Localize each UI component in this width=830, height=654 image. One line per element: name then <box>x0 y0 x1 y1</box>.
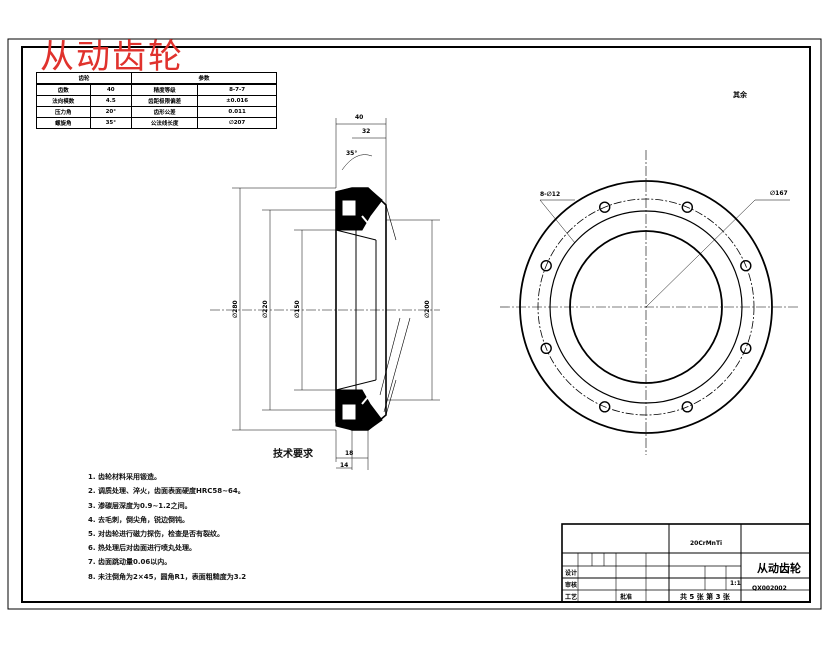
roughness-note: 其余 <box>733 91 747 99</box>
table-row: 法向模数 4.5 齿距极限偏差 ±0.016 <box>36 95 277 107</box>
sheet-info: 共 5 张 第 3 张 <box>680 593 730 601</box>
bolt-hole <box>740 260 752 272</box>
table-cell: 40 <box>89 83 133 96</box>
tech-item: 8. 未注倒角为2×45，圆角R1，表面粗糙度为3.2 <box>88 572 247 581</box>
title-block <box>561 523 811 603</box>
bolt-hole <box>681 201 693 213</box>
designer-label: 设计 <box>565 570 578 577</box>
table-header-cell: 齿轮 <box>36 72 132 85</box>
tech-item: 4. 去毛刺，倒尖角，锐边倒钝。 <box>88 515 189 524</box>
parameter-table: 齿轮 参数 齿数 40 精度等级 8-7-7 法向模数 4.5 齿距极限偏差 ±… <box>36 72 277 129</box>
table-cell: 4.5 <box>89 95 133 107</box>
table-cell: ±0.016 <box>197 95 277 107</box>
front-view <box>500 150 800 455</box>
bolt-hole <box>540 342 552 354</box>
tech-item: 6. 热处理后对齿面进行喷丸处理。 <box>88 544 196 553</box>
bolt-hole <box>540 260 552 272</box>
dim-left-mid: ∅220 <box>262 300 269 318</box>
table-header: 齿轮 参数 <box>36 72 277 85</box>
process-label: 工艺 <box>565 594 578 601</box>
tech-item: 3. 渗碳层深度为0.9~1.2之间。 <box>88 501 192 510</box>
tech-item: 7. 齿面跳动量0.06以内。 <box>88 558 172 567</box>
table-cell: 0.011 <box>197 106 277 118</box>
scale-value: 1:1 <box>730 580 741 587</box>
inner-frame <box>21 46 811 603</box>
hole-callout: 8-∅12 <box>540 191 561 198</box>
dim-right: ∅200 <box>424 300 431 318</box>
table-header-cell: 参数 <box>131 72 277 85</box>
drawing-number: QX002002 <box>752 585 787 592</box>
dim-top-inner: 32 <box>362 128 371 135</box>
dim-bottom-b: 14 <box>340 462 349 469</box>
table-cell: 精度等级 <box>130 83 199 96</box>
dim-top-width: 40 <box>355 114 364 121</box>
bolt-hole <box>599 201 611 213</box>
table-cell: ∅207 <box>197 117 277 129</box>
technical-requirements: 技术要求 1. 齿轮材料采用锻造。 2. 调质处理、淬火，齿面表面硬度HRC58… <box>88 448 418 584</box>
dim-angle: 35° <box>346 150 358 157</box>
table-row: 齿数 40 精度等级 8-7-7 <box>36 83 277 96</box>
bolt-hole <box>740 342 752 354</box>
table-cell: 35° <box>89 117 133 129</box>
table-cell: 20° <box>89 106 133 118</box>
table-cell: 公法线长度 <box>130 117 199 129</box>
bolt-holes <box>540 201 752 413</box>
bolt-hole <box>681 401 693 413</box>
table-row: 螺旋角 35° 公法线长度 ∅207 <box>36 117 277 129</box>
tech-item: 1. 齿轮材料采用锻造。 <box>88 473 161 482</box>
table-row: 压力角 20° 齿形公差 0.011 <box>36 106 277 118</box>
pcd-callout: ∅167 <box>770 190 788 197</box>
tech-item: 2. 调质处理、淬火，齿面表面硬度HRC58~64。 <box>88 487 245 496</box>
table-cell: 齿距极限偏差 <box>130 95 199 107</box>
table-cell: 压力角 <box>36 106 91 118</box>
table-cell: 齿数 <box>36 83 91 96</box>
tech-item: 5. 对齿轮进行磁力探伤，检查是否有裂纹。 <box>88 530 224 539</box>
dim-left-bore: ∅150 <box>294 300 301 318</box>
material-label: 20CrMnTi <box>690 540 723 547</box>
tech-title: 技术要求 <box>273 449 313 460</box>
part-name: 从动齿轮 <box>757 562 801 575</box>
dim-left-outer: ∅280 <box>232 300 239 318</box>
section-view <box>210 118 440 470</box>
table-cell: 8-7-7 <box>197 83 277 96</box>
table-cell: 法向模数 <box>36 95 91 107</box>
watermark-title: 从动齿轮 <box>40 37 184 77</box>
table-cell: 螺旋角 <box>36 117 91 129</box>
dim-bottom-a: 18 <box>345 450 354 457</box>
bolt-hole <box>599 401 611 413</box>
outer-frame <box>7 38 822 610</box>
table-cell: 齿形公差 <box>130 106 199 118</box>
reviewer-label: 审核 <box>565 582 578 589</box>
approver-label: 批准 <box>620 594 633 601</box>
